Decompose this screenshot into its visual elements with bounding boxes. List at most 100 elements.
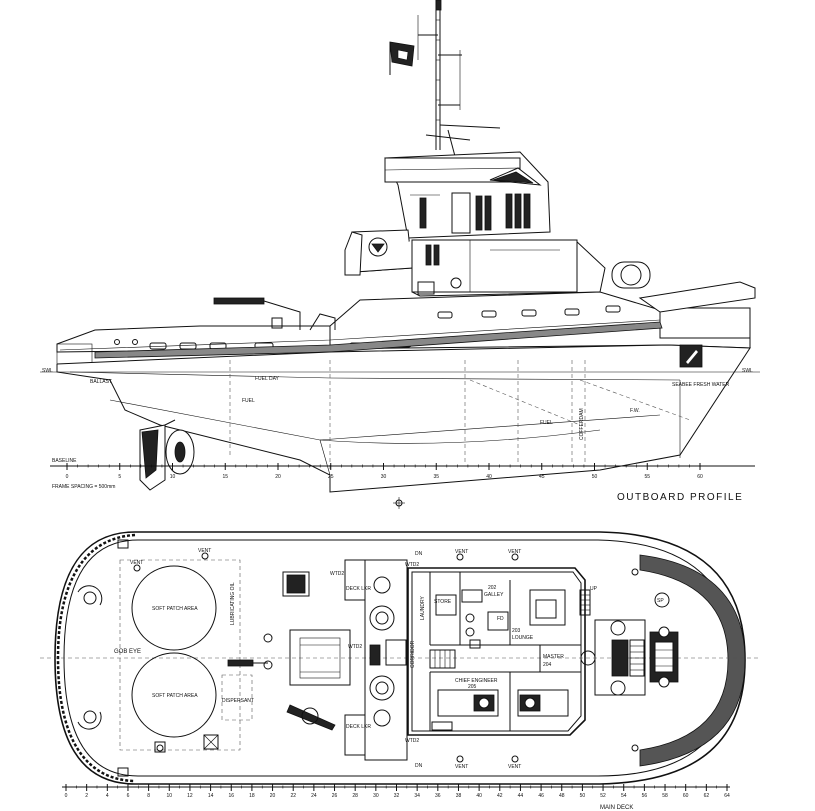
store-label: STORE <box>434 599 452 605</box>
ruler-number: 20 <box>270 793 276 799</box>
tank-label-cofferdam: COFFERDAM <box>579 408 585 440</box>
up-label: UP <box>590 586 598 592</box>
wtd-label-2: WTD2 <box>405 562 419 568</box>
ruler-number: 58 <box>662 793 668 799</box>
wtd-label-1: WTD2 <box>330 571 344 577</box>
vent-label-4: VENT <box>130 560 143 566</box>
tank-label-fuel-day: FUEL DAY <box>255 376 280 382</box>
dn-label-lower: DN <box>415 763 423 769</box>
stern-fairleads <box>77 585 103 730</box>
soft-patch-circle-lower <box>131 652 217 738</box>
deck-winch <box>282 571 351 731</box>
frame-spacing-label: FRAME SPACING = 500mm <box>52 484 115 490</box>
vent-label-2: VENT <box>455 549 468 555</box>
galley-label: GALLEY <box>484 592 504 598</box>
ruler-number: 46 <box>538 793 544 799</box>
lubricating-oil-label: LUBRICATING OIL <box>230 582 236 625</box>
vent-label-1: VENT <box>198 548 211 554</box>
ruler-number: 52 <box>600 793 606 799</box>
soft-patch-circle-upper <box>131 565 217 651</box>
outboard-profile-title: OUTBOARD PROFILE <box>617 492 743 503</box>
ruler-number: 4 <box>106 793 109 799</box>
vent-label-3: VENT <box>508 549 521 555</box>
tank-label-fuel-fwd: FUEL <box>540 420 553 426</box>
swl-label-aft: SWL <box>42 368 53 374</box>
frame-scale-number: 45 <box>539 474 545 480</box>
vent-label-6: VENT <box>508 764 521 770</box>
ruler-number: 32 <box>394 793 400 799</box>
master-num-label: 204 <box>543 662 552 668</box>
chief-engineer-label: CHIEF ENGINEER <box>455 678 498 684</box>
ruler-number: 26 <box>332 793 338 799</box>
vent-label-5: VENT <box>455 764 468 770</box>
ruler-number: 56 <box>642 793 648 799</box>
bow-fender <box>639 554 746 767</box>
ruler-number: 2 <box>85 793 88 799</box>
wtd-label-3: WTD2 <box>348 644 362 650</box>
tank-label-ballast: BALLAST <box>90 379 112 385</box>
tank-label-fw: F.W. <box>630 408 640 414</box>
dispersant-label: DISPERSANT <box>222 698 254 704</box>
corridor-label: CORRIDOR <box>410 640 416 668</box>
ruler-number: 10 <box>167 793 173 799</box>
deck-outline-outer <box>54 531 746 785</box>
lounge-label: LOUNGE <box>512 635 534 641</box>
fender-band <box>94 321 663 359</box>
ruler-number: 8 <box>147 793 150 799</box>
ruler-number: 34 <box>414 793 420 799</box>
towing-hook-icon <box>227 633 273 670</box>
flag-icon <box>389 41 415 75</box>
frame-scale-number: 55 <box>644 474 650 480</box>
ruler-number: 64 <box>724 793 730 799</box>
ruler-number: 50 <box>580 793 586 799</box>
superstructure <box>344 229 606 297</box>
stairs <box>429 589 591 669</box>
frame-scale-number: 30 <box>381 474 387 480</box>
fd-label: FD <box>497 616 504 622</box>
mast <box>417 0 501 176</box>
frame-scale-number: 25 <box>328 474 334 480</box>
ruler-number: 12 <box>187 793 193 799</box>
tank-label-seabee-fresh-water: SEABEE FRESH WATER <box>672 382 730 388</box>
ruler-number: 24 <box>311 793 317 799</box>
baseline-label: BASELINE <box>52 458 77 464</box>
ruler-number: 14 <box>208 793 214 799</box>
frame-scale-number: 0 <box>66 474 69 480</box>
anchor-windlass-icon <box>580 619 679 696</box>
ruler-number: 18 <box>249 793 255 799</box>
ruler-number: 16 <box>228 793 234 799</box>
swl-label-fwd: SWL <box>742 368 753 374</box>
sp-marker <box>654 592 670 608</box>
frame-scale-number: 60 <box>697 474 703 480</box>
frame-scale-number: 40 <box>486 474 492 480</box>
wtd-label-4: WTD2 <box>405 738 419 744</box>
laundry-label: LAUNDRY <box>420 596 426 620</box>
frame-scale-number: 15 <box>222 474 228 480</box>
deck-lkr-label-lower: DECK LKR <box>346 724 371 730</box>
frame-scale-number: 50 <box>592 474 598 480</box>
vents <box>133 552 639 763</box>
ruler-number: 42 <box>497 793 503 799</box>
gob-eye-label: GOB EYE <box>114 649 141 655</box>
soft-patch-label-lower: SOFT PATCH AREA <box>152 693 198 699</box>
galley-num-label: 202 <box>488 585 497 591</box>
ruler-number: 28 <box>352 793 358 799</box>
ruler-number: 30 <box>373 793 379 799</box>
ruler-number: 60 <box>683 793 689 799</box>
crane-icon <box>213 297 336 331</box>
ruler-number: 48 <box>559 793 565 799</box>
centerline-symbol-icon <box>393 497 405 509</box>
sp-label: SP <box>657 598 664 604</box>
ruler-number: 44 <box>518 793 524 799</box>
deck-fittings <box>117 539 219 777</box>
wheelhouse <box>384 151 551 239</box>
frame-scale-number: 20 <box>275 474 281 480</box>
outboard-profile: SWL SWL BALLAST FUEL DAY FUEL FUEL F.W. … <box>40 0 760 509</box>
ruler-number: 36 <box>435 793 441 799</box>
tank-label-fuel-aft: FUEL <box>242 398 255 404</box>
frame-scale-number: 10 <box>170 474 176 480</box>
